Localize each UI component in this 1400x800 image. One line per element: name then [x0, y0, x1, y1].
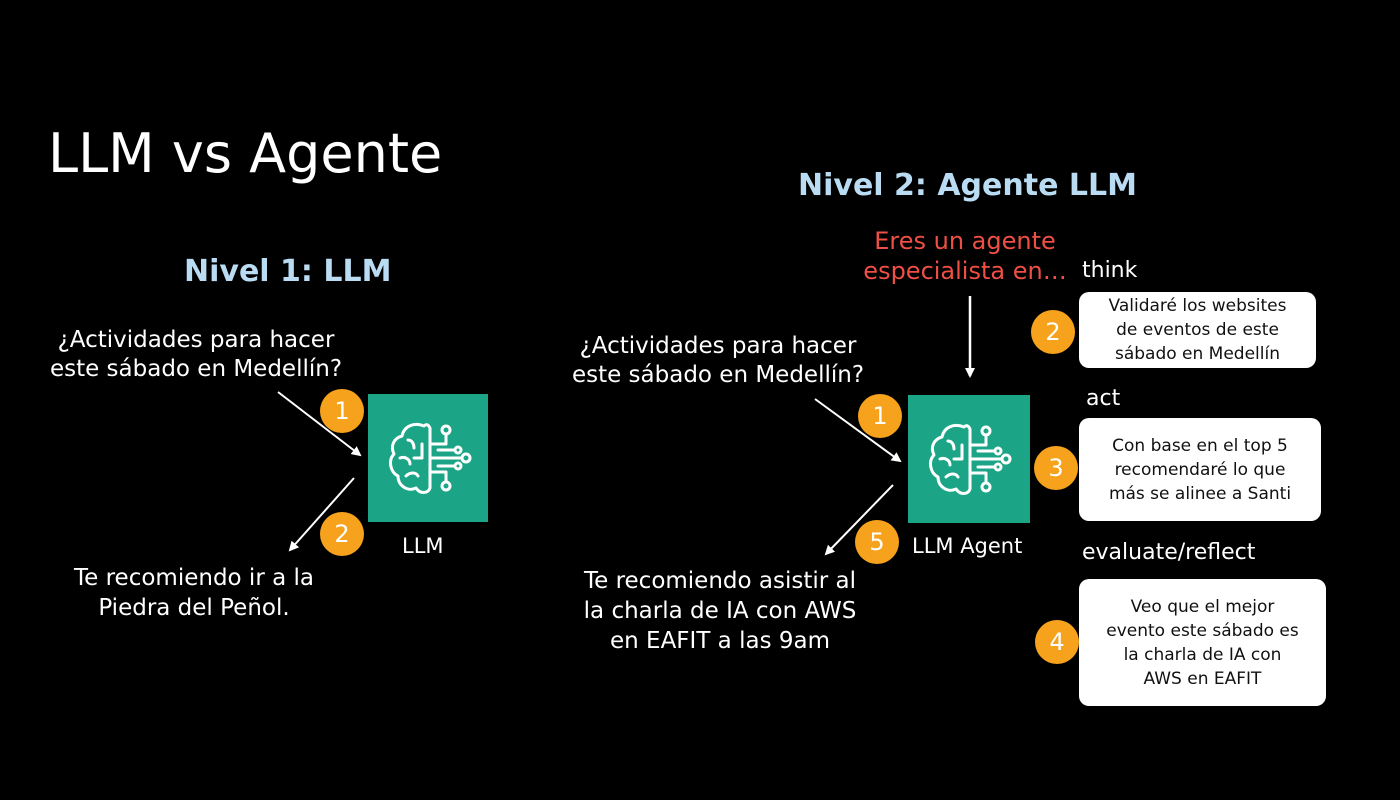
step-badge-1: 1 — [320, 389, 364, 433]
level1-question-line2: este sábado en Medellín? — [49, 356, 343, 382]
level2-question-line2: este sábado en Medellín? — [571, 362, 865, 388]
llm-icon-box — [368, 394, 488, 522]
think-card: Validaré los websites de eventos de este… — [1079, 292, 1316, 368]
eval-line1: Veo que el mejor — [1130, 596, 1275, 617]
step-badge-2: 2 — [1031, 310, 1075, 354]
llm-label: LLM — [402, 534, 444, 558]
level1-answer-line2: Piedra del Peñol. — [98, 595, 290, 621]
level2-question: ¿Actividades para hacer este sábado en M… — [558, 332, 878, 390]
system-prompt: Eres un agente especialista en… — [840, 226, 1090, 286]
act-label: act — [1086, 386, 1121, 411]
level2-question-line1: ¿Actividades para hacer — [579, 333, 857, 359]
think-line3: sábado en Medellín — [1114, 344, 1281, 364]
brain-circuit-icon — [929, 423, 1012, 495]
step-badge-4: 4 — [1035, 620, 1079, 664]
brain-circuit-icon — [389, 422, 472, 494]
level1-question-line1: ¿Actividades para hacer — [57, 327, 335, 353]
level2-answer-line2: la charla de IA con AWS — [583, 598, 857, 624]
think-label: think — [1082, 258, 1138, 283]
level1-question: ¿Actividades para hacer este sábado en M… — [36, 326, 356, 384]
think-line1: Validaré los websites — [1108, 296, 1287, 316]
step-badge-1: 1 — [858, 394, 902, 438]
level2-heading: Nivel 2: Agente LLM — [798, 168, 1137, 203]
arrow-question-to-agent — [814, 398, 902, 463]
step-badge-2: 2 — [320, 512, 364, 556]
system-prompt-line2: especialista en… — [863, 257, 1067, 285]
evaluate-reflect-label: evaluate/reflect — [1082, 540, 1256, 565]
page-title: LLM vs Agente — [48, 122, 443, 185]
level1-heading: Nivel 1: LLM — [184, 254, 392, 289]
act-line3: más se alinee a Santi — [1108, 483, 1292, 504]
level2-answer-line3: en EAFIT a las 9am — [610, 628, 830, 654]
arrow-llm-to-answer — [288, 477, 355, 552]
think-line2: de eventos de este — [1116, 320, 1279, 340]
step-badge-3: 3 — [1034, 446, 1078, 490]
agent-icon-box — [908, 395, 1030, 523]
system-prompt-line1: Eres un agente — [874, 227, 1056, 255]
arrow-agent-to-answer — [824, 484, 894, 556]
act-line2: recomendaré lo que — [1114, 459, 1286, 480]
evaluate-reflect-card: Veo que el mejor evento este sábado es l… — [1079, 579, 1326, 706]
act-card: Con base en el top 5 recomendaré lo que … — [1079, 418, 1321, 521]
step-badge-5: 5 — [855, 520, 899, 564]
eval-line2: evento este sábado es — [1106, 620, 1299, 641]
level1-answer: Te recomiendo ir a la Piedra del Peñol. — [44, 563, 344, 623]
llm-agent-label: LLM Agent — [912, 534, 1023, 558]
eval-line3: la charla de IA con — [1123, 644, 1282, 665]
eval-line4: AWS en EAFIT — [1143, 668, 1262, 689]
level2-answer: Te recomiendo asistir al la charla de IA… — [560, 566, 880, 656]
level1-answer-line1: Te recomiendo ir a la — [74, 565, 314, 591]
act-line1: Con base en el top 5 — [1112, 435, 1288, 456]
level2-answer-line1: Te recomiendo asistir al — [583, 568, 857, 594]
arrow-question-to-llm — [277, 391, 362, 457]
